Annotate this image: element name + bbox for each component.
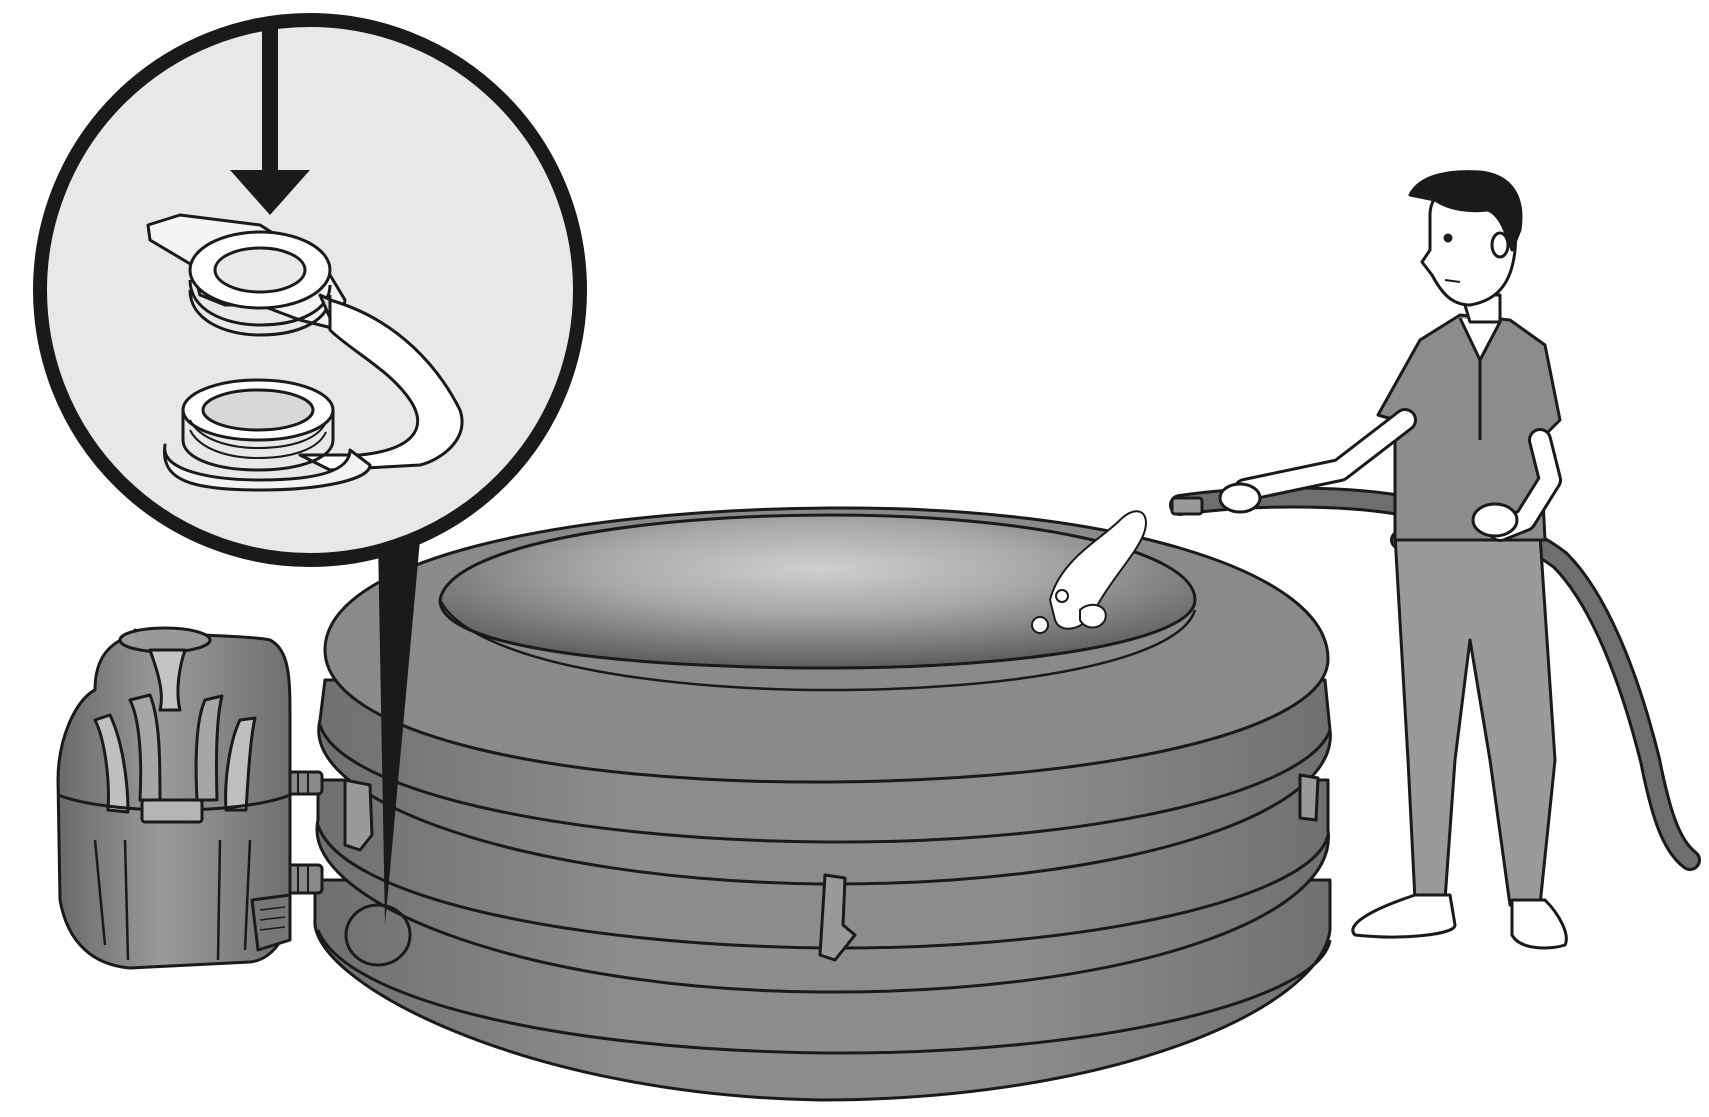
detail-callout (40, 20, 580, 560)
person-shoe-right (1512, 900, 1566, 948)
spa-tub (315, 508, 1330, 1100)
person-hand-left (1220, 484, 1260, 512)
person-hand-right (1473, 504, 1517, 536)
spa-strap-left (345, 780, 372, 850)
person-pants (1395, 535, 1555, 905)
person-shoe-left (1353, 895, 1455, 937)
pump-unit (58, 628, 322, 968)
pump-label-plate (142, 800, 202, 822)
pump-top-cap (120, 628, 210, 652)
spa-strap-right (1300, 775, 1318, 820)
hose-nozzle (1172, 498, 1202, 514)
